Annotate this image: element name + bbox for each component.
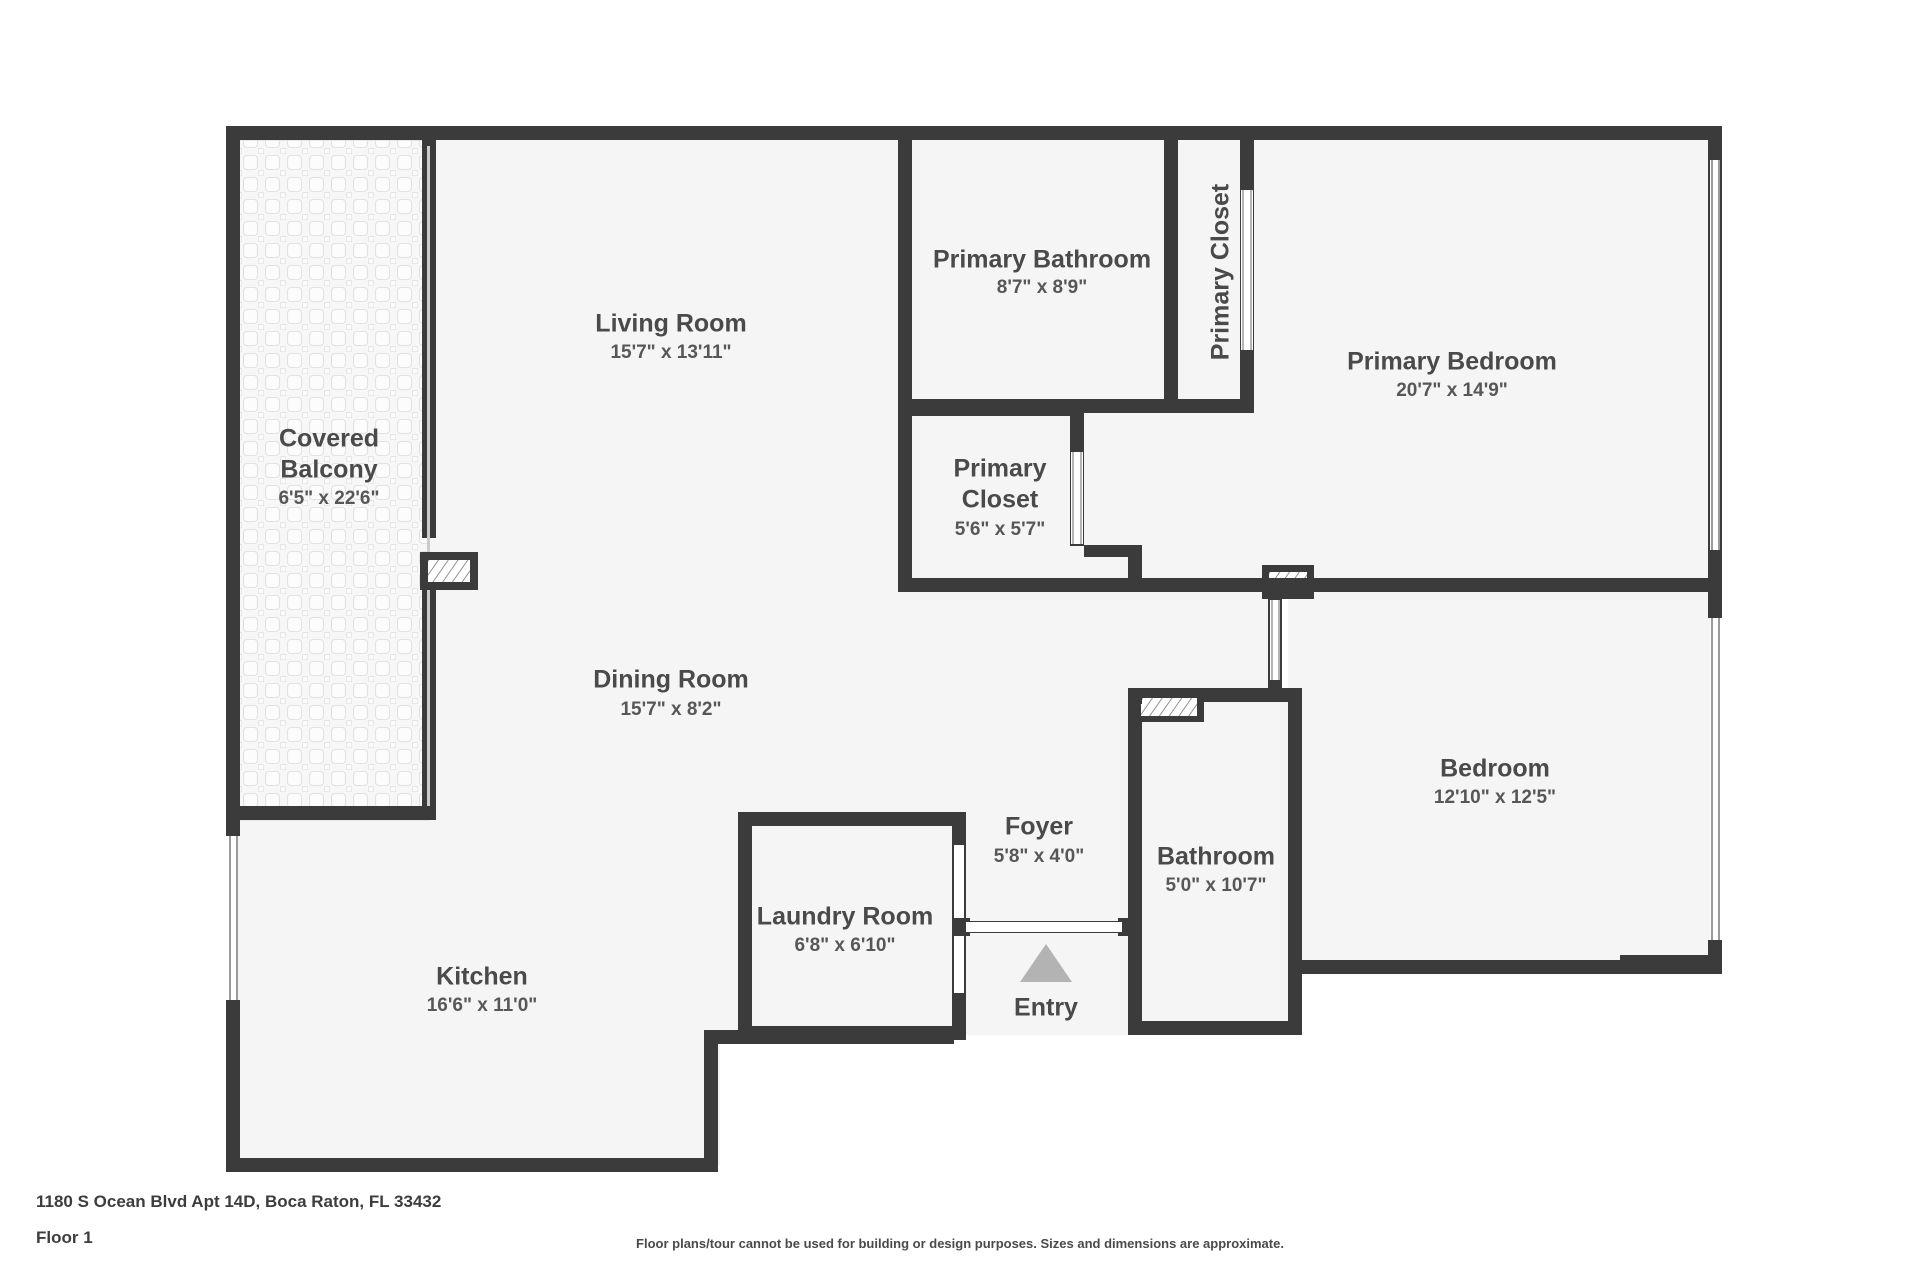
wall-pcloset-lower-top xyxy=(898,406,1084,416)
primary-closet-upper-name: Primary Closet xyxy=(1207,183,1235,360)
wall-laundry-bottom xyxy=(738,1026,966,1040)
primary-bedroom-name: Primary Bedroom xyxy=(1347,348,1557,376)
room-fills xyxy=(230,133,1718,1165)
wall-bottom-kitchen xyxy=(226,1158,718,1172)
bedroom-name: Bedroom xyxy=(1440,755,1550,783)
primary-bedroom-dimensions: 20'7" x 14'9" xyxy=(1396,380,1508,401)
window-primary-bedroom-right xyxy=(1710,160,1720,550)
fill-kitchen-extension xyxy=(230,1035,720,1165)
foyer-dimensions: 5'8" x 4'0" xyxy=(994,846,1084,867)
entry-marker xyxy=(1020,944,1072,982)
label-bedroom: Bedroom 12'10" x 12'5" xyxy=(1434,755,1556,808)
wall-bedroom-top xyxy=(1268,578,1722,592)
primary-closet-lower-dimensions: 5'6" x 5'7" xyxy=(955,519,1045,540)
wall-foyer-right-cap xyxy=(1118,918,1136,936)
primary-bathroom-name: Primary Bathroom xyxy=(933,246,1151,274)
kitchen-dimensions: 16'6" x 11'0" xyxy=(427,995,538,1016)
balcony-glass-divider xyxy=(427,146,430,806)
wall-primary-suite-bottom xyxy=(898,578,1268,592)
label-dining-room: Dining Room 15'7" x 8'2" xyxy=(593,666,749,720)
wall-pcloset-upper-bottom xyxy=(1164,399,1254,413)
covered-balcony-name-line1: Covered xyxy=(279,425,379,453)
fill-primary-bedroom xyxy=(1250,133,1718,585)
door-primary-closet-upper[interactable] xyxy=(1241,190,1253,350)
wall-bedroom-bottom xyxy=(1288,960,1722,974)
wall-dining-foyer-stub xyxy=(1128,688,1142,704)
wall-bedroom-bottom-left-cap xyxy=(1620,955,1722,974)
wall-laundry-left xyxy=(738,812,752,1040)
wall-laundry-top xyxy=(738,812,966,826)
fill-bedroom xyxy=(1288,585,1718,970)
door-bathroom[interactable] xyxy=(1134,692,1204,722)
balcony-floor xyxy=(233,140,428,820)
floor-label: Floor 1 xyxy=(36,1228,93,1247)
wall-kitchen-step-vertical xyxy=(704,1030,718,1172)
fill-foyer xyxy=(960,800,1138,930)
covered-balcony-name-line2: Balcony xyxy=(280,456,377,484)
address-text: 1180 S Ocean Blvd Apt 14D, Boca Raton, F… xyxy=(36,1192,442,1211)
label-primary-bedroom: Primary Bedroom 20'7" x 14'9" xyxy=(1347,348,1557,401)
label-primary-bathroom: Primary Bathroom 8'7" x 8'9" xyxy=(933,246,1151,298)
wall-pbath-left xyxy=(898,133,912,413)
primary-closet-lower-name-line2: Closet xyxy=(962,486,1039,514)
label-primary-closet-upper: Primary Closet xyxy=(1207,183,1235,360)
bathroom-dimensions: 5'0" x 10'7" xyxy=(1165,875,1266,896)
window-bedroom-right xyxy=(1710,618,1720,940)
covered-balcony-dimensions: 6'5" x 22'6" xyxy=(278,488,379,509)
fill-bathroom xyxy=(1135,695,1295,1035)
wall-balcony-bottom xyxy=(226,806,436,820)
fill-laundry xyxy=(745,818,960,1035)
bathroom-name: Bathroom xyxy=(1157,843,1275,871)
entry-arrow-icon xyxy=(1020,944,1072,982)
laundry-room-dimensions: 6'8" x 6'10" xyxy=(794,935,895,956)
dining-room-dimensions: 15'7" x 8'2" xyxy=(620,699,721,720)
wall-bathroom-left xyxy=(1128,688,1142,1035)
wall-bathroom-bottom xyxy=(1128,1021,1302,1035)
label-kitchen: Kitchen 16'6" x 11'0" xyxy=(427,963,538,1016)
kitchen-name: Kitchen xyxy=(436,963,528,991)
label-covered-balcony: Covered Balcony 6'5" x 22'6" xyxy=(278,425,379,509)
walls xyxy=(226,126,1722,1172)
primary-bathroom-dimensions: 8'7" x 8'9" xyxy=(997,277,1087,298)
bedroom-dimensions: 12'10" x 12'5" xyxy=(1434,787,1556,808)
foyer-name: Foyer xyxy=(1005,813,1073,841)
entry-label: Entry xyxy=(1014,994,1078,1022)
label-primary-closet-lower: Primary Closet 5'6" x 5'7" xyxy=(953,455,1046,540)
entry-door-opening xyxy=(966,922,1122,932)
wall-bathroom-right xyxy=(1288,688,1302,1035)
label-living-room: Living Room 15'7" x 13'11" xyxy=(595,310,746,363)
wall-top-outer xyxy=(226,126,1722,140)
laundry-room-name: Laundry Room xyxy=(757,903,933,931)
wall-left-balcony xyxy=(226,126,240,816)
primary-closet-lower-name-line1: Primary xyxy=(953,455,1046,483)
window-kitchen-left xyxy=(228,836,238,1000)
label-bathroom: Bathroom 5'0" x 10'7" xyxy=(1157,843,1275,896)
label-foyer: Foyer 5'8" x 4'0" xyxy=(994,813,1084,867)
wall-left-kitchen-lower xyxy=(226,1000,240,1172)
opening-hall-left xyxy=(1270,600,1280,680)
door-primary-closet-lower[interactable] xyxy=(1071,452,1083,544)
living-room-name: Living Room xyxy=(595,310,746,338)
wall-pcloset-lower-left xyxy=(898,406,912,592)
wall-closet-stub-right xyxy=(1128,545,1142,581)
wall-foyer-left-cap xyxy=(952,918,970,936)
wall-closet-stub xyxy=(1084,545,1140,557)
room-labels: Covered Balcony 6'5" x 22'6" Living Room… xyxy=(278,183,1556,1022)
wall-right-bedroom-top xyxy=(1708,578,1722,618)
dining-room-name: Dining Room xyxy=(593,666,749,694)
sliding-door-balcony[interactable] xyxy=(420,552,478,590)
label-laundry-room: Laundry Room 6'8" x 6'10" xyxy=(757,903,933,956)
disclaimer-text: Floor plans/tour cannot be used for buil… xyxy=(636,1236,1284,1251)
wall-pbath-right xyxy=(1164,133,1178,408)
living-room-dimensions: 15'7" x 13'11" xyxy=(610,342,731,363)
